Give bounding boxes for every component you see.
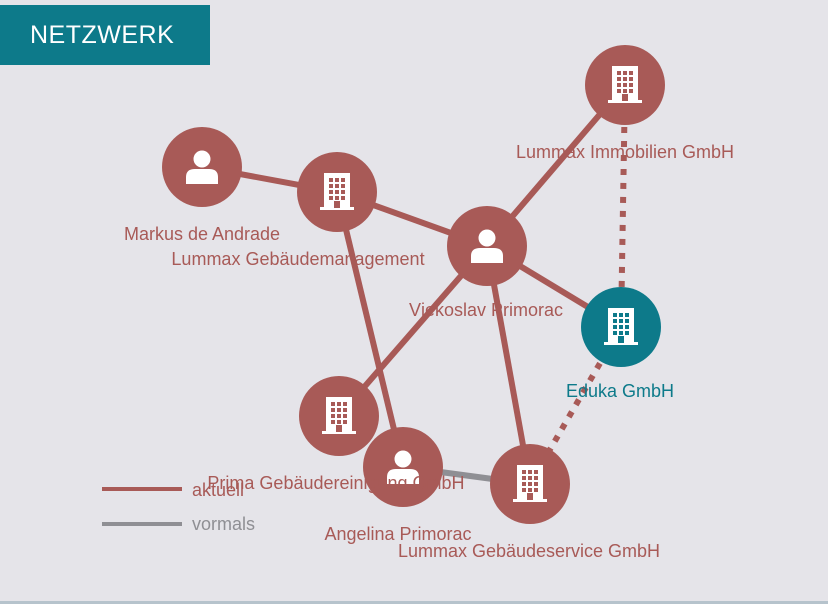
node-lummax-gebaeudemanagement[interactable] [297, 152, 377, 232]
node-angelina[interactable] [363, 427, 443, 507]
edge-lummax-immobilien-eduka [618, 84, 628, 328]
node-markus[interactable] [162, 127, 242, 207]
building-icon [322, 397, 356, 434]
node-lummax-immobilien[interactable] [585, 45, 665, 125]
edge-vjekoslav-lummax-gebaeudeservice [484, 245, 533, 485]
legend-label: vormals [192, 514, 255, 534]
legend-item-aktuell: aktuell [102, 480, 244, 500]
label-layer: Lummax Immobilien GmbH Markus de AndradeL… [124, 142, 734, 561]
building-icon [608, 66, 642, 103]
node-label-vjekoslav[interactable]: Vjekoslav Primorac [409, 300, 563, 320]
node-label-lummax-immobilien[interactable]: Lummax Immobilien GmbH [516, 142, 734, 162]
node-label-lummax-gebaeudemanagement[interactable]: Lummax Gebäudemanagement [171, 249, 424, 269]
node-label-prima[interactable]: Prima Gebäudereinigung GmbH [207, 473, 464, 493]
person-icon [471, 229, 503, 263]
node-vjekoslav[interactable] [447, 206, 527, 286]
legend: aktuell vormals [102, 480, 255, 534]
node-prima[interactable] [299, 376, 379, 456]
edge-lummax-gebaeudemanagement-angelina [334, 191, 406, 468]
legend-item-vormals: vormals [102, 514, 255, 534]
node-label-angelina[interactable]: Angelina Primorac [324, 524, 471, 544]
building-icon [513, 465, 547, 502]
node-layer [162, 45, 665, 524]
network-title-text: NETZWERK [30, 20, 175, 49]
network-title: NETZWERK [0, 5, 210, 65]
node-label-markus[interactable]: Markus de Andrade [124, 224, 280, 244]
person-icon [387, 450, 419, 484]
bottom-divider [0, 601, 828, 604]
person-icon [186, 150, 218, 184]
building-icon [320, 173, 354, 210]
node-eduka[interactable] [581, 287, 661, 367]
building-icon [604, 308, 638, 345]
legend-label: aktuell [192, 480, 244, 500]
node-lummax-gebaeudeservice[interactable] [490, 444, 570, 524]
node-label-lummax-gebaeudeservice[interactable]: Lummax Gebäudeservice GmbH [398, 541, 660, 561]
node-label-eduka[interactable]: Eduka GmbH [566, 381, 674, 401]
